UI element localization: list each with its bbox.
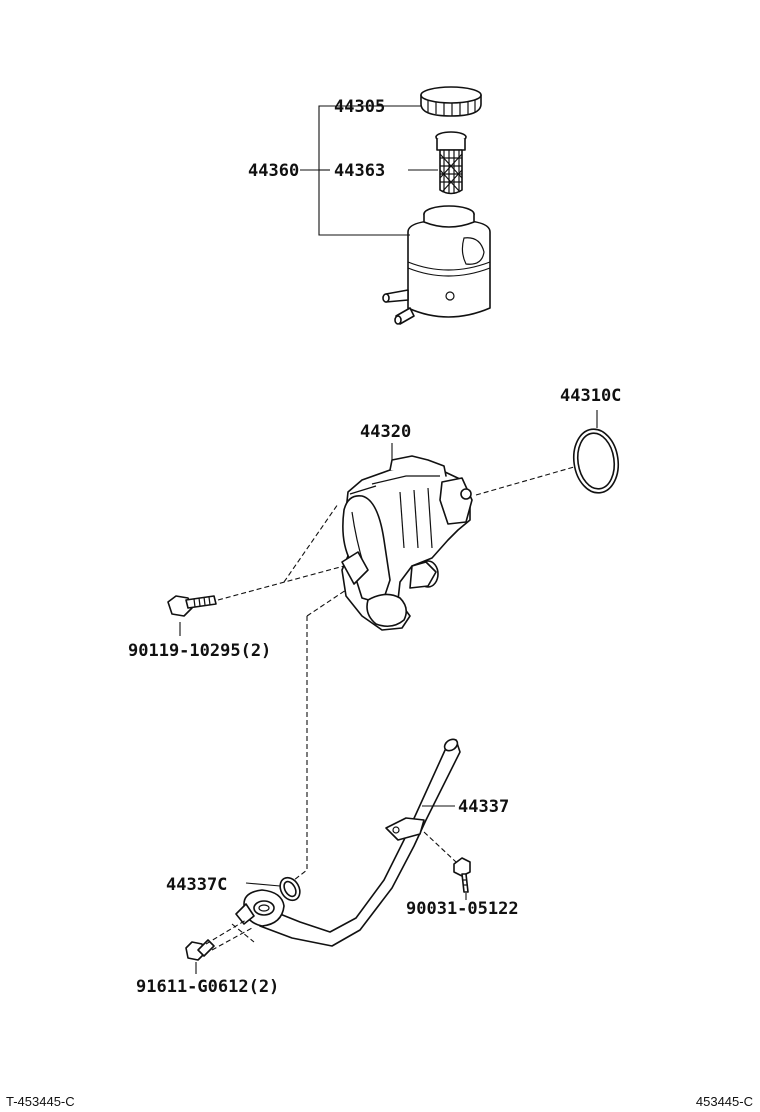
reservoir-group-bracket	[300, 105, 438, 236]
clamp-bolt-dash	[423, 831, 457, 863]
footer-right-code: 453445-C	[696, 1094, 753, 1109]
reservoir-strainer[interactable]	[435, 131, 467, 195]
pipe-clamp-bolt[interactable]	[453, 857, 471, 900]
gasket-dash-a	[306, 589, 347, 617]
label-44337: 44337	[458, 797, 509, 817]
pump-oring[interactable]	[570, 410, 622, 496]
bolt-dash-lines	[179, 503, 345, 636]
label-44310c: 44310C	[560, 386, 621, 406]
pump-suction-pipe[interactable]	[235, 737, 461, 947]
footer-left-code: T-453445-C	[6, 1094, 75, 1109]
label-44360: 44360	[248, 161, 299, 181]
flange-bolt-dash	[205, 919, 255, 951]
label-90031-05122: 90031-05122	[406, 899, 519, 919]
reservoir-cap[interactable]	[420, 86, 482, 117]
oring-dash-line	[475, 466, 575, 496]
pump-mount-bolt[interactable]	[167, 595, 217, 617]
label-91611-g0612: 91611-G0612(2)	[136, 977, 279, 997]
label-44320: 44320	[360, 422, 411, 442]
flange-bolts[interactable]	[185, 939, 215, 974]
reservoir-tank[interactable]	[382, 205, 491, 325]
label-44363: 44363	[334, 161, 385, 181]
label-90119-10295: 90119-10295(2)	[128, 641, 271, 661]
power-steering-pump[interactable]	[341, 455, 473, 631]
pipe-gasket[interactable]	[245, 874, 304, 904]
gasket-dash-b	[293, 616, 308, 881]
label-44337c: 44337C	[166, 875, 227, 895]
label-44305: 44305	[334, 97, 385, 117]
